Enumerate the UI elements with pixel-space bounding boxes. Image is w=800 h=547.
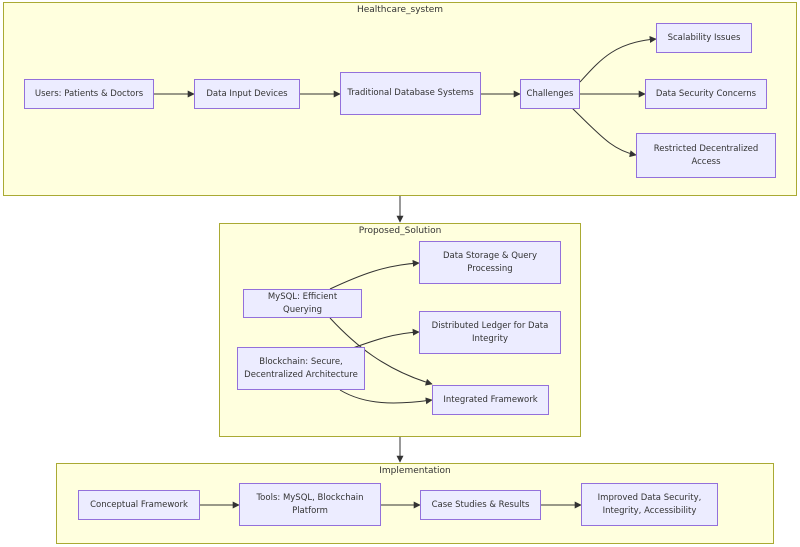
cluster-title-implementation: Implementation: [379, 466, 451, 476]
node-blockchain: Blockchain: Secure, Decentralized Archit…: [237, 347, 365, 390]
node-distributed-ledger: Distributed Ledger for Data Integrity: [419, 311, 561, 354]
cluster-title-healthcare: Healthcare_system: [356, 5, 444, 15]
node-data-input-devices: Data Input Devices: [194, 79, 300, 109]
node-data-security-concerns: Data Security Concerns: [645, 79, 767, 109]
node-improved-outcome: Improved Data Security, Integrity, Acces…: [581, 483, 718, 526]
node-mysql: MySQL: Efficient Querying: [243, 289, 362, 318]
node-data-storage: Data Storage & Query Processing: [419, 241, 561, 284]
node-case-studies: Case Studies & Results: [420, 490, 541, 520]
node-challenges: Challenges: [520, 79, 580, 109]
node-conceptual-framework: Conceptual Framework: [78, 490, 200, 520]
node-tools: Tools: MySQL, Blockchain Platform: [239, 483, 381, 526]
node-scalability-issues: Scalability Issues: [656, 23, 752, 53]
node-restricted-access: Restricted Decentralized Access: [636, 133, 776, 178]
node-users: Users: Patients & Doctors: [24, 79, 154, 109]
cluster-title-proposed: Proposed_Solution: [358, 226, 442, 236]
node-integrated-framework: Integrated Framework: [432, 385, 549, 415]
node-traditional-database: Traditional Database Systems: [340, 72, 481, 115]
